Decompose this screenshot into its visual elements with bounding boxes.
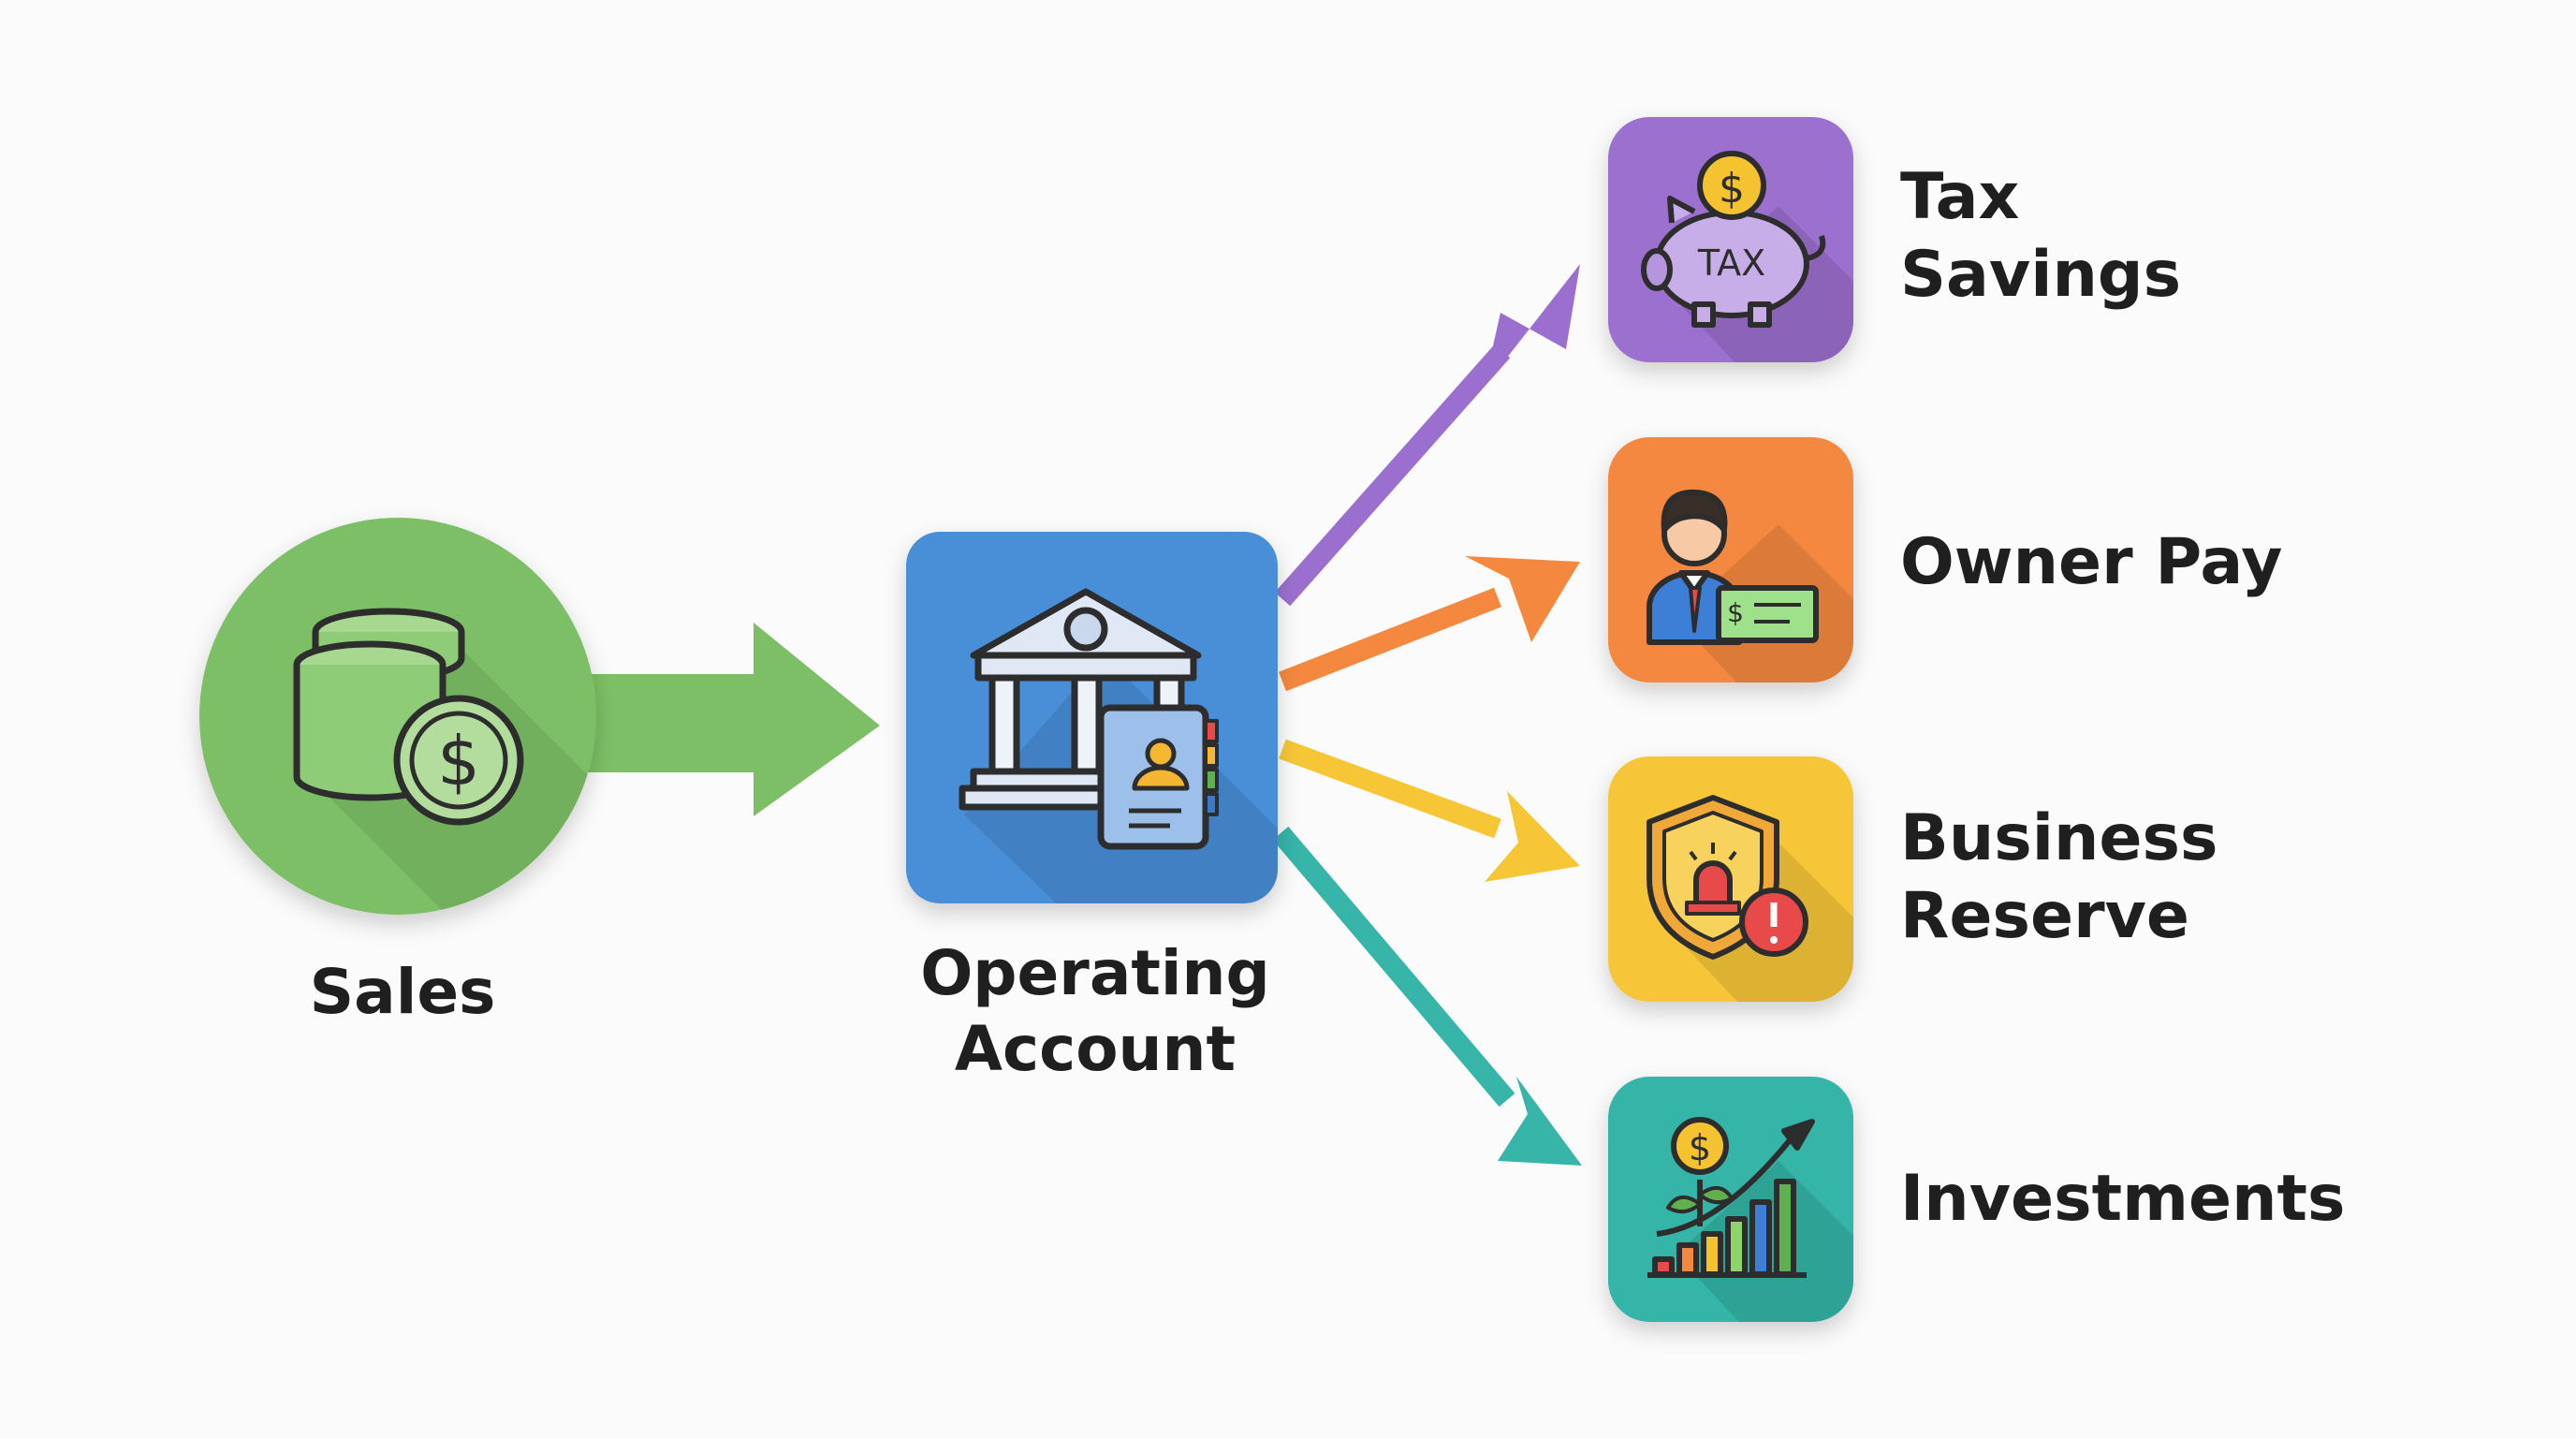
operating-account-node <box>906 532 1278 903</box>
owner-pay-node: $ <box>1608 437 1853 682</box>
tax-savings-label: Tax Savings <box>1900 159 2181 315</box>
sales-label-text: Sales <box>309 956 496 1028</box>
operating-label-line2: Account <box>954 1012 1237 1085</box>
tax-label-line2: Savings <box>1900 237 2182 312</box>
tax-savings-node: TAX $ <box>1608 117 1853 362</box>
svg-text:TAX: TAX <box>1697 242 1765 284</box>
person-with-check-icon: $ <box>1647 489 1819 645</box>
sales-node: $ <box>199 518 596 915</box>
piggy-bank-icon: TAX $ <box>1641 151 1826 328</box>
investments-label: Investments <box>1900 1161 2346 1239</box>
tax-label-line1: Tax <box>1900 160 2020 234</box>
owner-label-text: Owner Pay <box>1900 525 2283 599</box>
arrow-sales-to-operating <box>580 623 880 816</box>
arrow-sales-shape <box>580 623 880 816</box>
reserve-label-line1: Business <box>1900 801 2218 875</box>
operating-label-line1: Operating <box>920 937 1270 1009</box>
shield-alert-icon <box>1647 795 1808 960</box>
arrow-to-tax <box>1274 264 1580 607</box>
reserve-label-line2: Reserve <box>1900 878 2190 953</box>
operating-account-label: Operating Account <box>861 936 1329 1087</box>
bank-building-icon <box>959 588 1219 850</box>
arrow-to-reserve <box>1279 739 1580 882</box>
owner-pay-label: Owner Pay <box>1900 524 2283 602</box>
business-reserve-label: Business Reserve <box>1900 800 2218 956</box>
growth-chart-icon: $ <box>1647 1117 1815 1278</box>
svg-text:$: $ <box>437 722 480 800</box>
business-reserve-node <box>1608 756 1853 1002</box>
svg-text:$: $ <box>1727 597 1744 628</box>
sales-label: Sales <box>234 955 571 1031</box>
arrow-to-investments <box>1272 826 1582 1166</box>
investments-label-text: Investments <box>1900 1162 2346 1236</box>
svg-text:$: $ <box>1689 1127 1711 1168</box>
investments-node: $ <box>1608 1077 1853 1322</box>
coins-stack-dollar-icon: $ <box>293 608 524 826</box>
arrow-to-owner <box>1278 556 1580 692</box>
svg-text:$: $ <box>1719 165 1745 213</box>
